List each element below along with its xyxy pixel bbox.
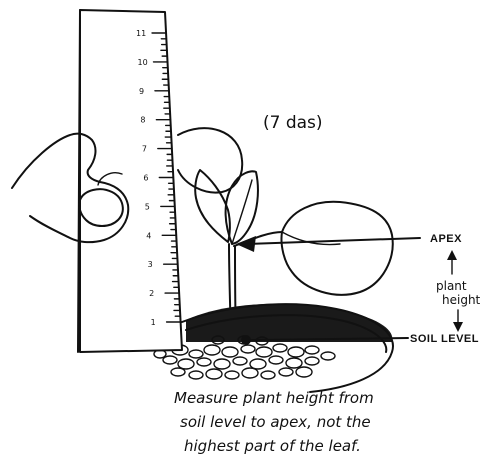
height-label: height xyxy=(442,293,481,307)
ruler-tick-label: 3 xyxy=(148,260,153,269)
caption-line-2: soil level to apex, not the xyxy=(180,413,371,431)
ruler-tick-label: 4 xyxy=(146,231,151,240)
ruler-tick-label: 1 xyxy=(151,318,156,327)
ruler-tick-label: 10 xyxy=(138,58,148,67)
plant-label: plant xyxy=(436,279,467,293)
ruler-tick-label: 11 xyxy=(136,29,146,38)
apex-leaf-left xyxy=(195,170,230,242)
caption-line-1: Measure plant height from xyxy=(174,389,374,407)
ruler-tick-label: 6 xyxy=(143,174,148,183)
soil-level-dot xyxy=(241,335,251,345)
back-leaf-left xyxy=(178,128,242,192)
big-right-leaf xyxy=(281,202,392,295)
ruler-tick-label: 9 xyxy=(139,87,144,96)
soil-level-label: SOIL LEVEL xyxy=(410,333,479,345)
caption-line-3: highest part of the leaf. xyxy=(184,437,361,455)
apex-label: APEX xyxy=(430,233,462,245)
apex-arrow-line xyxy=(246,238,420,244)
arrow-left-icon xyxy=(236,236,256,252)
apex-leaf-vein xyxy=(232,180,252,244)
ruler-tick-label: 8 xyxy=(140,116,145,125)
arrow-down-icon xyxy=(453,322,463,332)
arrow-up-icon xyxy=(447,250,457,260)
age-annotation: (7 das) xyxy=(263,113,323,133)
ruler-tick-label: 5 xyxy=(145,202,150,211)
ruler-tick-label: 2 xyxy=(149,289,154,298)
ruler-tick-label: 7 xyxy=(142,145,147,154)
